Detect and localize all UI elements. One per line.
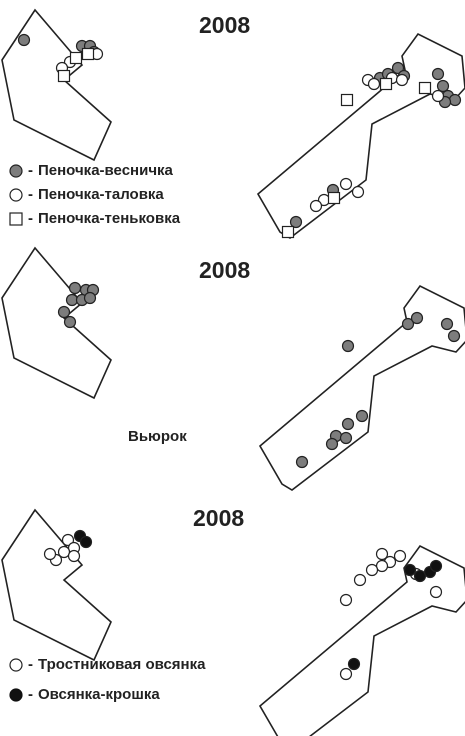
chiffchaff-marker <box>57 69 71 83</box>
arctic-warbler-marker <box>339 177 353 191</box>
brambling-marker <box>57 305 71 319</box>
brambling-marker <box>325 437 339 451</box>
map-outline-right-1 <box>256 32 465 239</box>
brambling-marker <box>295 455 309 469</box>
white-dot-icon <box>8 187 24 203</box>
panel-3-year: 2008 <box>193 505 245 531</box>
legend-label: Овсянка-крошка <box>38 686 160 703</box>
reed-bunting-marker <box>393 549 407 563</box>
legend-item-chiffchaff: - Пеночка-теньковка <box>8 210 180 227</box>
little-bunting-marker <box>403 563 417 577</box>
legend-label: Пеночка-таловка <box>38 186 164 203</box>
legend-label: Тростниковая овсянка <box>38 656 206 673</box>
brambling-marker <box>341 417 355 431</box>
white-square-icon <box>8 211 24 227</box>
panel-2-caption: Вьюрок <box>128 428 187 445</box>
arctic-warbler-marker <box>431 89 445 103</box>
chiffchaff-marker <box>327 191 341 205</box>
legend-item-willow-warbler: - Пеночка-весничка <box>8 162 173 179</box>
legend-item-arctic-warbler: - Пеночка-таловка <box>8 186 164 203</box>
legend-dash: - <box>28 656 33 673</box>
map-outline-right-2 <box>258 284 465 491</box>
legend-dash: - <box>28 186 33 203</box>
legend-label: Пеночка-теньковка <box>38 210 181 227</box>
brambling-marker <box>83 291 97 305</box>
little-bunting-marker <box>347 657 361 671</box>
brambling-marker <box>447 329 461 343</box>
legend-label: Пеночка-весничка <box>38 162 173 179</box>
brambling-marker <box>65 293 79 307</box>
reed-bunting-marker <box>375 547 389 561</box>
reed-bunting-marker <box>353 573 367 587</box>
grey-dot-icon <box>8 163 24 179</box>
brambling-marker <box>68 281 82 295</box>
reed-bunting-marker <box>67 549 81 563</box>
little-bunting-marker <box>413 569 427 583</box>
legend-dash: - <box>28 162 33 179</box>
willow-warbler-marker <box>448 93 462 107</box>
panel-2-year: 2008 <box>199 257 251 283</box>
chiffchaff-marker <box>379 77 393 91</box>
reed-bunting-marker <box>43 547 57 561</box>
arctic-warbler-marker <box>395 73 409 87</box>
chiffchaff-marker <box>81 47 95 61</box>
little-bunting-marker <box>79 535 93 549</box>
reed-bunting-marker <box>375 559 389 573</box>
willow-warbler-marker <box>391 61 405 75</box>
brambling-marker <box>355 409 369 423</box>
willow-warbler-marker <box>436 79 450 93</box>
brambling-marker <box>410 311 424 325</box>
brambling-marker <box>401 317 415 331</box>
willow-warbler-marker <box>289 215 303 229</box>
reed-bunting-marker <box>365 563 379 577</box>
willow-warbler-marker <box>17 33 31 47</box>
brambling-marker <box>440 317 454 331</box>
legend-dash: - <box>28 686 33 703</box>
little-bunting-marker <box>429 559 443 573</box>
black-dot-icon <box>8 687 24 703</box>
chiffchaff-marker <box>281 225 295 239</box>
brambling-marker <box>63 315 77 329</box>
arctic-warbler-marker <box>309 199 323 213</box>
chiffchaff-marker <box>340 93 354 107</box>
chiffchaff-marker <box>69 51 83 65</box>
reed-bunting-marker <box>61 533 75 547</box>
legend-dash: - <box>28 210 33 227</box>
legend-item-reed-bunting: - Тростниковая овсянка <box>8 656 205 673</box>
willow-warbler-marker <box>431 67 445 81</box>
legend-item-little-bunting: - Овсянка-крошка <box>8 686 160 703</box>
reed-bunting-marker <box>429 585 443 599</box>
panel-1-year: 2008 <box>199 12 251 38</box>
map-outline-left-1 <box>1 8 112 162</box>
map-outline-left-3 <box>1 508 112 662</box>
brambling-marker <box>341 339 355 353</box>
arctic-warbler-marker <box>367 77 381 91</box>
map-outline-right-3 <box>258 544 465 736</box>
reed-bunting-marker <box>339 593 353 607</box>
reed-bunting-marker <box>339 667 353 681</box>
white-dot-icon <box>8 657 24 673</box>
map-outline-left-2 <box>1 246 112 400</box>
arctic-warbler-marker <box>351 185 365 199</box>
chiffchaff-marker <box>418 81 432 95</box>
brambling-marker <box>339 431 353 445</box>
